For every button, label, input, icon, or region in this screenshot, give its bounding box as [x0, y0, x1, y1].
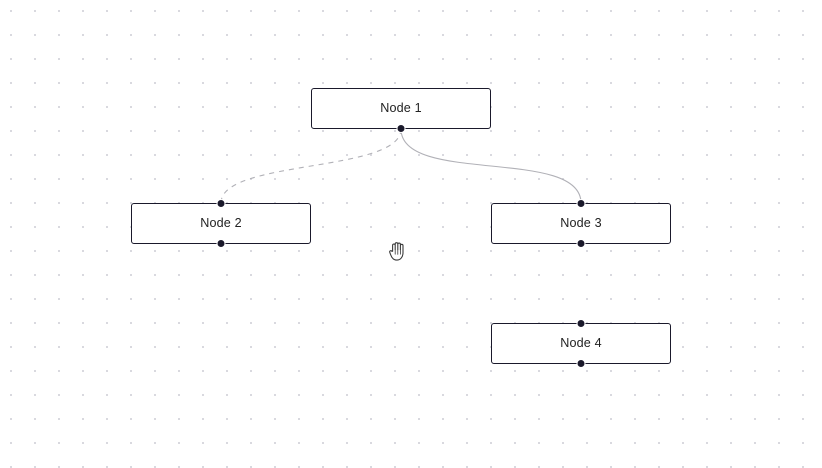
flow-node-2-label: Node 2	[200, 216, 242, 231]
flow-node-1[interactable]: Node 1	[311, 88, 491, 133]
node-3-handle-bottom[interactable]	[576, 239, 586, 248]
node-2-handle-bottom[interactable]	[216, 239, 226, 248]
node-4-handle-top[interactable]	[576, 319, 586, 328]
edge-node1-node2[interactable]	[220, 128, 402, 204]
node-1-handle-bottom[interactable]	[396, 124, 406, 133]
flow-node-4[interactable]: Node 4	[491, 319, 671, 368]
node-3-handle-top[interactable]	[576, 199, 586, 208]
node-2-handle-top[interactable]	[216, 199, 226, 208]
node-4-handle-bottom[interactable]	[576, 359, 586, 368]
edge-node1-node3[interactable]	[400, 128, 582, 204]
flow-node-3-label: Node 3	[560, 216, 602, 231]
flow-node-3[interactable]: Node 3	[491, 199, 671, 248]
flow-node-1-label: Node 1	[380, 101, 422, 116]
flow-node-2[interactable]: Node 2	[131, 199, 311, 248]
flow-node-4-label: Node 4	[560, 336, 602, 351]
grab-hand-cursor	[389, 242, 404, 261]
